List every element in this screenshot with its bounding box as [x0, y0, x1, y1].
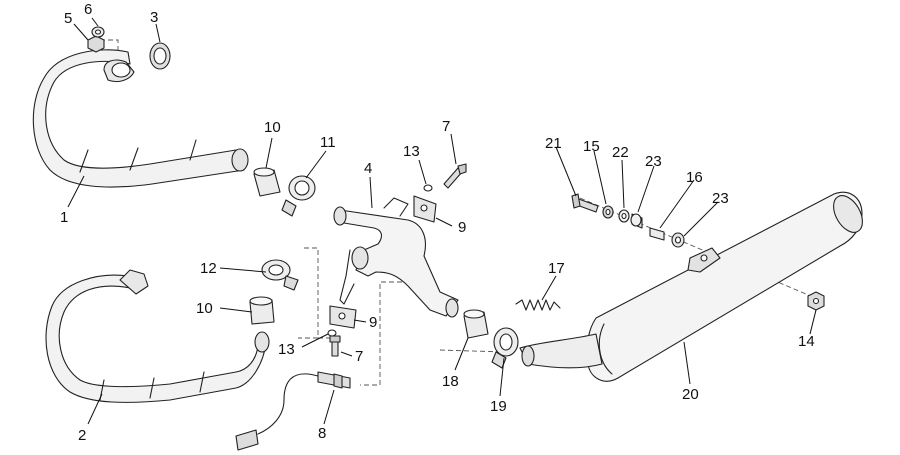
washer-13-upper [423, 184, 433, 192]
nut-14 [807, 291, 825, 311]
nut-5 [87, 35, 105, 53]
lambda-sensor-8 [235, 371, 351, 451]
washer-6 [91, 26, 105, 38]
bushing-23-second [671, 232, 685, 248]
callout-16: 16 [686, 169, 703, 186]
muffler-20 [519, 191, 863, 382]
washer-22 [618, 209, 630, 223]
callout-10-upper: 10 [264, 119, 281, 136]
callout-14: 14 [798, 333, 815, 350]
sleeve-10-lower [249, 296, 275, 325]
callout-8: 8 [318, 425, 326, 442]
callout-7-upper: 7 [442, 118, 450, 135]
callout-17: 17 [548, 260, 565, 277]
bushing-23-first [630, 213, 643, 229]
callout-20: 20 [682, 386, 699, 403]
callout-3: 3 [150, 9, 158, 26]
callout-7-lower: 7 [355, 348, 363, 365]
header-pipe-lower [45, 269, 270, 403]
clamp-19 [491, 327, 519, 369]
spacer-16 [649, 227, 665, 241]
bolt-21 [571, 193, 599, 213]
callout-15: 15 [583, 138, 600, 155]
callout-11: 11 [320, 134, 336, 151]
sleeve-10-upper [253, 167, 281, 197]
clamp-12 [261, 259, 299, 291]
callout-13-lower: 13 [278, 341, 295, 358]
collector-pipe-4 [333, 197, 459, 318]
callout-18: 18 [442, 373, 459, 390]
callout-5: 5 [64, 10, 72, 27]
callout-21: 21 [545, 135, 562, 152]
callout-10-lower: 10 [196, 300, 213, 317]
callout-2: 2 [78, 427, 86, 444]
callout-9-upper: 9 [458, 219, 466, 236]
callout-labels: 1 2 3 5 6 10 11 4 13 7 9 12 10 9 13 7 8 … [60, 1, 815, 444]
callout-19: 19 [490, 398, 507, 415]
callout-23-first: 23 [645, 153, 662, 170]
washer-15 [602, 205, 614, 219]
spring-17 [515, 299, 561, 311]
callout-9-lower: 9 [369, 314, 377, 331]
bracket-9-lower [329, 305, 357, 329]
gasket-3 [149, 42, 171, 70]
callout-12: 12 [200, 260, 217, 277]
bolt-7-lower [329, 335, 341, 357]
sleeve-18 [463, 309, 489, 339]
header-pipe-upper [32, 49, 249, 188]
callout-22: 22 [612, 144, 629, 161]
alignment-lines [100, 39, 821, 386]
washer-13-lower [327, 329, 337, 337]
bracket-9-upper [413, 195, 437, 223]
callout-13-upper: 13 [403, 143, 420, 160]
callout-4: 4 [364, 160, 372, 177]
callout-23-second: 23 [712, 190, 729, 207]
clamp-11 [281, 175, 316, 217]
leader-lines [67, 17, 817, 425]
callout-1: 1 [60, 209, 68, 226]
bolt-7-upper [443, 163, 467, 189]
callout-6: 6 [84, 1, 92, 18]
